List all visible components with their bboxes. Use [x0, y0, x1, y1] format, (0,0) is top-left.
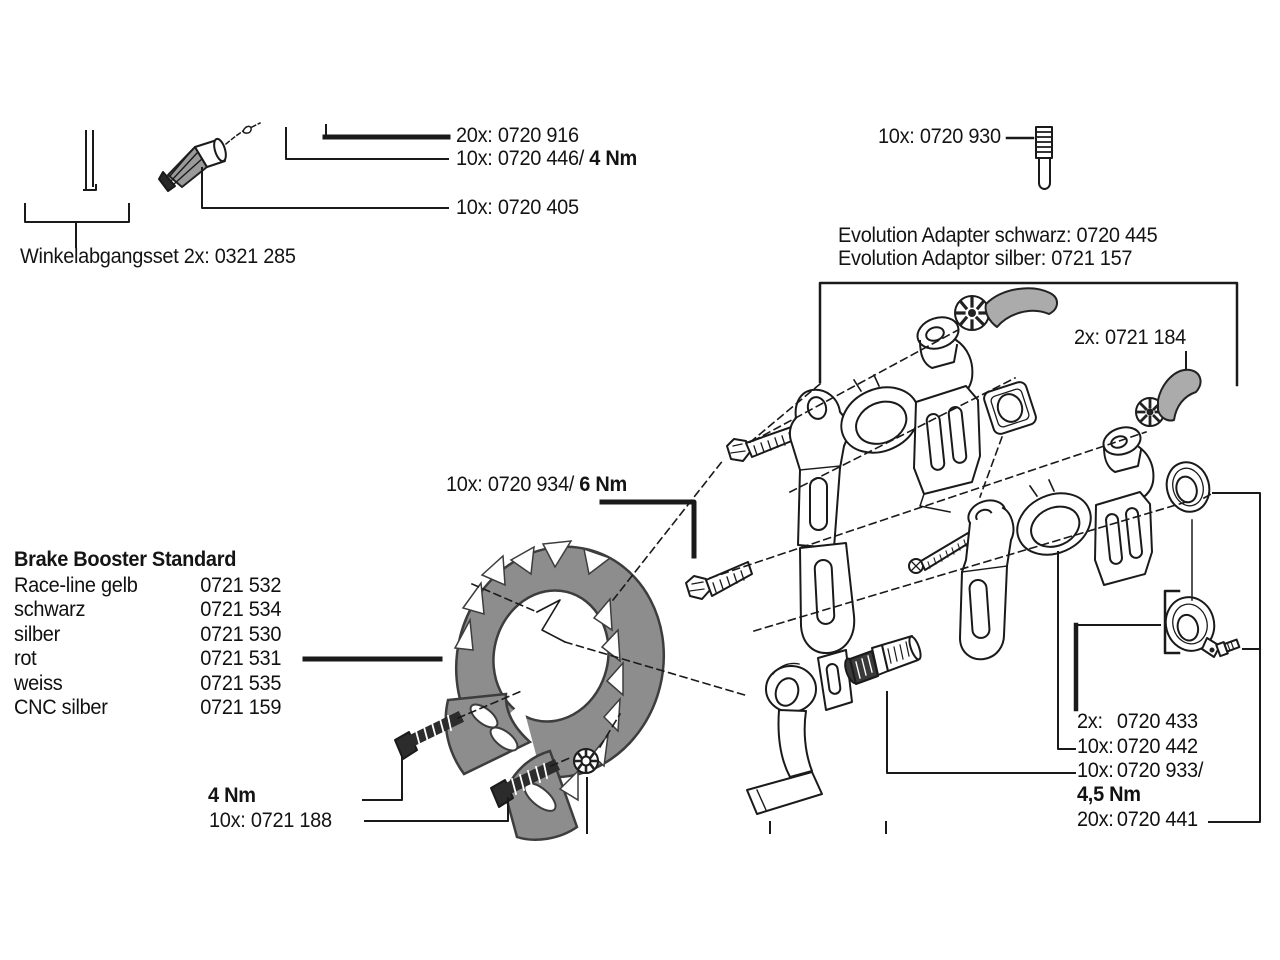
- label-evolution-adapter-silver: Evolution Adaptor silber: 0721 157: [838, 247, 1133, 270]
- label-winkelabgangsset: Winkelabgangsset 2x: 0321 285: [20, 245, 296, 268]
- quick-release-b-drawing: [1135, 368, 1202, 427]
- small-bolt-441-drawing: [1215, 638, 1241, 658]
- booster-row-number: 0721 159: [200, 696, 282, 719]
- quick-release-a-drawing: [954, 287, 1058, 331]
- parts-right-number: 0720 441: [1116, 808, 1198, 831]
- booster-row-name: schwarz: [14, 598, 86, 621]
- leader-934: [599, 499, 697, 559]
- parts-right-row-442: 10x:0720 442: [1077, 735, 1198, 759]
- booster-row-rot: rot 0721 531: [14, 647, 281, 671]
- label-qty-405: 10x: 0720 405: [456, 196, 579, 219]
- zigzag-kink: [535, 599, 567, 644]
- label-torque-446: 4 Nm: [589, 147, 637, 170]
- brake-arm-drawing: [746, 649, 853, 815]
- parts-right-qty: 20x:: [1077, 808, 1114, 831]
- label-qty-446-number: 10x: 0720 446/: [456, 147, 585, 170]
- label-qty-916: 20x: 0720 916: [456, 124, 579, 147]
- leader-442: [1057, 551, 1076, 750]
- bolt-930-drawing: [1035, 126, 1053, 190]
- booster-row-name: Race-line gelb: [14, 574, 138, 597]
- booster-row-number: 0721 531: [200, 647, 282, 670]
- leader-1188: [364, 797, 509, 822]
- booster-row-name: CNC silber: [14, 696, 108, 719]
- winkel-set-bracket: [24, 203, 130, 248]
- assembly-axis-dashes: [456, 328, 1215, 768]
- leader-933: [886, 691, 1076, 774]
- label-torque-934: 6 Nm: [579, 473, 627, 496]
- booster-table-title: Brake Booster Standard: [14, 548, 237, 571]
- booster-row-weiss: weiss 0721 535: [14, 672, 281, 696]
- booster-row-number: 0721 532: [200, 574, 282, 597]
- label-torque-4nm: 4 Nm: [208, 784, 256, 807]
- parts-right-row-433: 2x: 0720 433: [1077, 710, 1198, 734]
- label-qty-934-number: 10x: 0720 934/: [446, 473, 575, 496]
- booster-row-number: 0721 534: [200, 598, 282, 621]
- parts-right-qty: 10x:: [1077, 759, 1114, 782]
- label-torque-45nm: 4,5 Nm: [1077, 783, 1141, 806]
- barrel-adjuster-drawing: [844, 635, 922, 685]
- leader-446: [285, 127, 449, 160]
- booster-row-schwarz: schwarz 0721 534: [14, 598, 281, 622]
- washer-a-drawing: [983, 381, 1037, 435]
- booster-row-cnc: CNC silber 0721 159: [14, 696, 281, 720]
- label-qty-930: 10x: 0720 930: [878, 125, 1001, 148]
- booster-row-name: silber: [14, 623, 60, 646]
- adapter-box-outline: [818, 281, 1239, 387]
- booster-row-name: rot: [14, 647, 37, 670]
- booster-row-raceline: Race-line gelb 0721 532: [14, 574, 281, 598]
- parts-right-qty: 2x:: [1077, 710, 1103, 733]
- booster-screw-1-drawing: [394, 710, 465, 760]
- parts-right-row-933: 10x:0720 933/: [1077, 759, 1203, 783]
- label-qty-446: 10x: 0720 446/ 4 Nm: [456, 147, 637, 171]
- clamp-ring-b-drawing: [1016, 478, 1092, 556]
- washer-ring-upper-drawing: [1165, 461, 1211, 513]
- leader-4nm: [362, 756, 403, 801]
- cable-ferrule-drawing: [158, 121, 262, 192]
- parts-right-number: 0720 433: [1116, 710, 1198, 733]
- clamp-a-right-drawing: [913, 316, 981, 513]
- booster-nut-drawing: [573, 748, 599, 774]
- label-evolution-adapter-black: Evolution Adapter schwarz: 0720 445: [838, 224, 1158, 247]
- label-qty-184: 2x: 0721 184: [1074, 326, 1186, 349]
- cable-housing-drawing: [83, 130, 97, 191]
- booster-row-name: weiss: [14, 672, 63, 695]
- screw-934-lower-drawing: [685, 561, 753, 600]
- thin-screw-b-drawing: [908, 532, 973, 574]
- bracket-ring-lower: [1163, 589, 1181, 655]
- clamp-b-left-drawing: [959, 499, 1015, 661]
- clamp-b-right-drawing: [1094, 426, 1155, 586]
- label-qty-1188: 10x: 0721 188: [209, 809, 332, 832]
- leader-405: [201, 167, 449, 209]
- booster-row-number: 0721 535: [200, 672, 282, 695]
- washer-ring-lower-drawing: [1164, 596, 1221, 658]
- parts-right-row-441: 20x:0720 441: [1077, 808, 1198, 832]
- booster-row-number: 0721 530: [200, 623, 282, 646]
- parts-right-number: 0720 933/: [1116, 759, 1204, 782]
- parts-right-number: 0720 442: [1116, 735, 1198, 758]
- bracket-441: [1208, 492, 1261, 823]
- parts-right-qty: 10x:: [1077, 735, 1114, 758]
- clamp-a-left-drawing: [788, 388, 856, 655]
- booster-row-silber: silber 0721 530: [14, 623, 281, 647]
- label-qty-934: 10x: 0720 934/ 6 Nm: [446, 473, 627, 497]
